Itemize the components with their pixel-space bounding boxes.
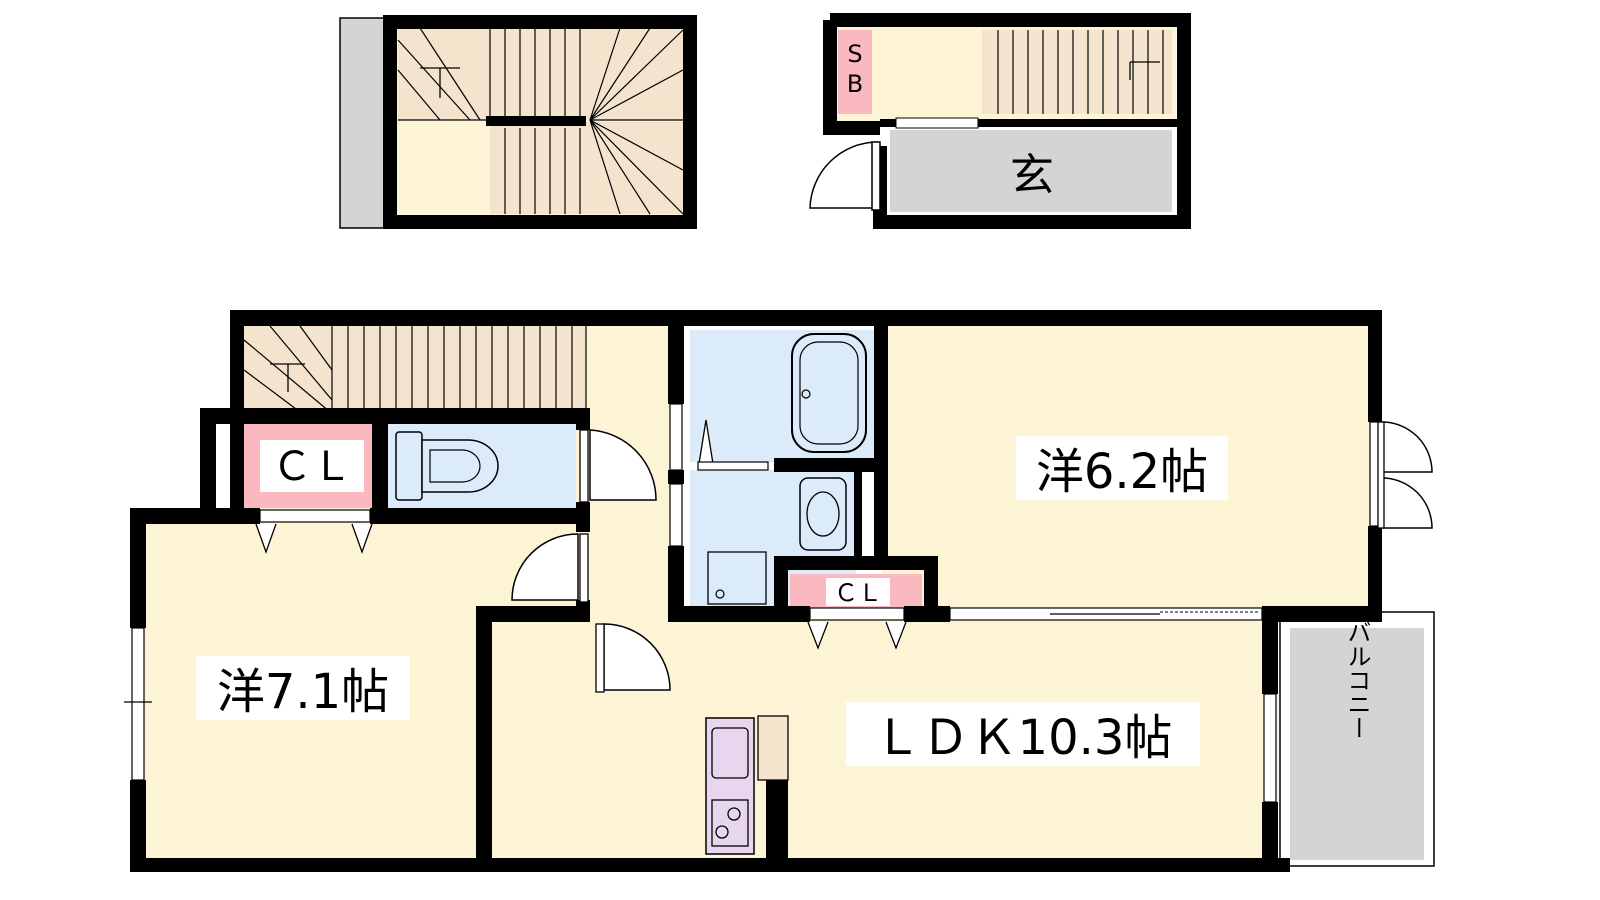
- washing-machine-pan: [707, 551, 767, 605]
- shoe-box-label-top: S: [847, 40, 862, 68]
- ldk-label: ＬＤＫ10.3帖: [874, 710, 1173, 766]
- genkan-label: 玄: [1010, 150, 1054, 201]
- ldk-label-bg: [846, 702, 1200, 766]
- door-leaves: [579, 421, 1385, 693]
- bathtub-inner: [799, 341, 859, 445]
- main-stair-treads: [243, 325, 587, 413]
- entrance-stair-arrow: [1129, 61, 1160, 80]
- fridge-space: [757, 715, 789, 781]
- entrance-stair-treads: [997, 30, 1164, 114]
- top-left-stair-block: [339, 15, 697, 229]
- main-stair-arrow: [270, 363, 305, 392]
- stair-hall-walls: [383, 15, 697, 229]
- main-floor: ＣＬ ＣＬ バルコニー: [124, 310, 1435, 872]
- toilet-bowl: [421, 439, 499, 493]
- closet-left-label-bg: [260, 440, 364, 492]
- balcony-floor: [1290, 628, 1424, 860]
- stair-flight-upper: [398, 28, 683, 120]
- entrance-stairs: [982, 30, 1172, 114]
- room-right-label-bg: [1016, 436, 1228, 500]
- main-stairs: [244, 326, 586, 412]
- burner-2: [715, 825, 729, 839]
- stair-treads: [397, 27, 684, 215]
- genkan-floor: [890, 130, 1172, 212]
- stove: [711, 799, 749, 847]
- closet-center-label: ＣＬ: [834, 579, 882, 607]
- washer-drain: [715, 589, 725, 599]
- closet-door-triangles: [255, 523, 907, 650]
- side-balcony-strip: [339, 17, 385, 229]
- front-door-leaf: [871, 141, 881, 211]
- stair-direction-arrow: [420, 67, 460, 98]
- balcony-label: バルコニー: [1343, 620, 1371, 740]
- bath-folding-door: [697, 419, 715, 471]
- kitchen-sink: [711, 727, 749, 779]
- main-walls: [130, 310, 1382, 872]
- bathtub: [791, 333, 867, 453]
- shoe-box: [838, 30, 872, 114]
- room-right-label: 洋6.2帖: [1036, 444, 1208, 500]
- wash-basin: [799, 477, 847, 551]
- entrance-step-gap: [895, 117, 979, 129]
- closet-left-label: ＣＬ: [272, 444, 352, 490]
- wash-bowl: [806, 491, 840, 537]
- burner-1: [727, 807, 741, 821]
- toilet-tank: [395, 431, 423, 501]
- bath-drain: [801, 389, 811, 399]
- room-left-label: 洋7.1帖: [217, 664, 389, 720]
- entrance-block: S B 玄: [809, 13, 1191, 229]
- room-left-label-bg: [196, 656, 410, 720]
- toilet-seat: [429, 449, 481, 483]
- bath-door-track: [697, 461, 769, 471]
- stair-flight-lower: [490, 122, 683, 214]
- closet-center-label-bg: [826, 578, 890, 606]
- front-door-swing: [809, 141, 877, 209]
- shoe-box-label-bottom: B: [847, 70, 863, 98]
- door-swings: [511, 421, 1433, 691]
- stair-landing-bar: [486, 116, 586, 126]
